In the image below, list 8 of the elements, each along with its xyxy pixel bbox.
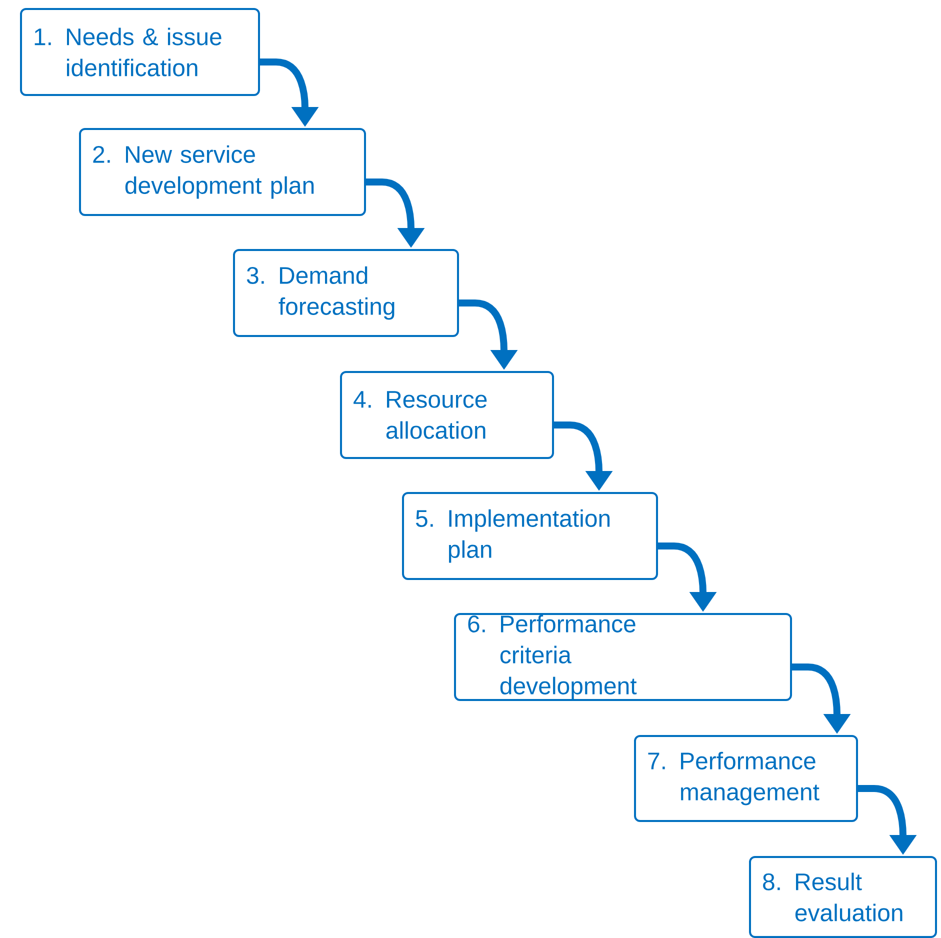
step-box: 5. Implementation plan [402, 492, 658, 580]
step-box: 2. New service development plan [79, 128, 366, 216]
step-box: 6. Performance criteria development [454, 613, 792, 701]
step-box: 7. Performance management [634, 735, 858, 822]
step-box: 1. Needs & issue identification [20, 8, 260, 96]
step-box: 8. Result evaluation [749, 856, 938, 938]
step-box: 4. Resource allocation [340, 371, 554, 459]
step-box: 3. Demand forecasting [233, 249, 459, 337]
